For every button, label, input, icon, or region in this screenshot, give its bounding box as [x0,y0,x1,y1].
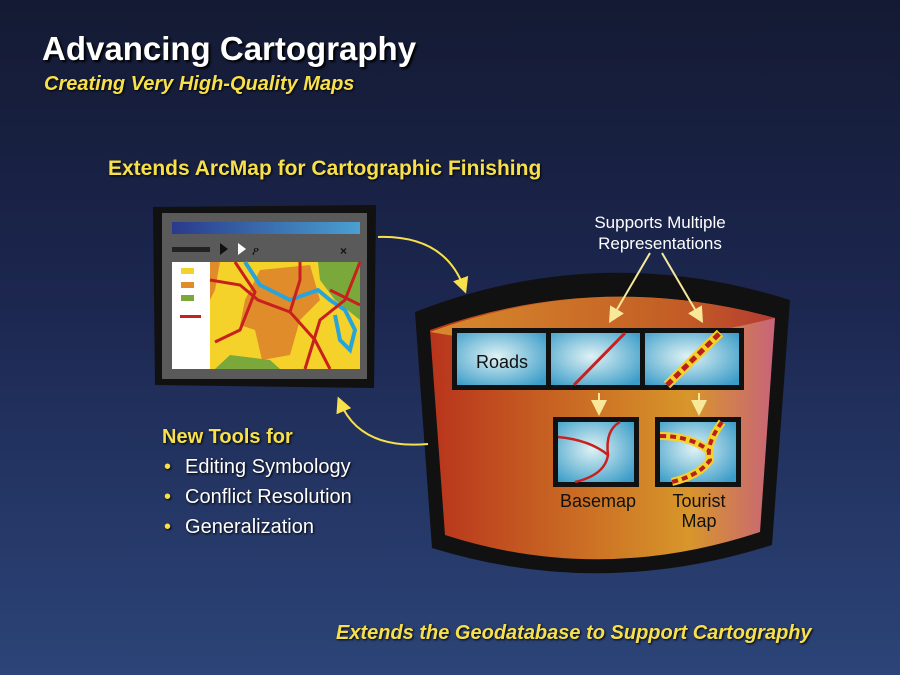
map-label: Map [681,511,716,531]
tools-heading: New Tools for [162,426,293,448]
toolbar-icons: ዖ × [220,243,347,258]
slide-subtitle: Creating Very High-Quality Maps [44,73,355,95]
representations-label-line1: Supports Multiple [594,213,725,232]
arrow-to-arcmap [336,396,429,446]
tool-item: •Generalization [164,516,314,538]
roads-tile [457,333,546,385]
roads-line-tile [551,333,640,385]
edit-arrow-icon [238,243,246,255]
tool-item: •Editing Symbology [164,456,351,478]
select-arrow-icon [220,243,228,255]
close-icon: × [340,244,347,258]
tourist-label: Tourist [672,491,725,511]
footer-caption: Extends the Geodatabase to Support Carto… [336,622,812,644]
arcmap-window-illustration: ዖ × [153,205,376,388]
representation-tiles: Roads Basemap Tourist Map [452,328,744,531]
flow-arrows [336,235,707,446]
arrow-to-geodatabase [377,235,469,294]
title-bar [172,222,360,234]
map-view [209,260,362,370]
roads-label: Roads [476,352,528,372]
representations-label-line2: Representations [598,234,722,253]
slide-title: Advancing Cartography [42,30,417,67]
arcmap-heading: Extends ArcMap for Cartographic Finishin… [108,157,542,180]
tool-item: •Conflict Resolution [164,486,352,508]
reshape-icon: ዖ [252,244,259,258]
basemap-label: Basemap [560,491,636,511]
